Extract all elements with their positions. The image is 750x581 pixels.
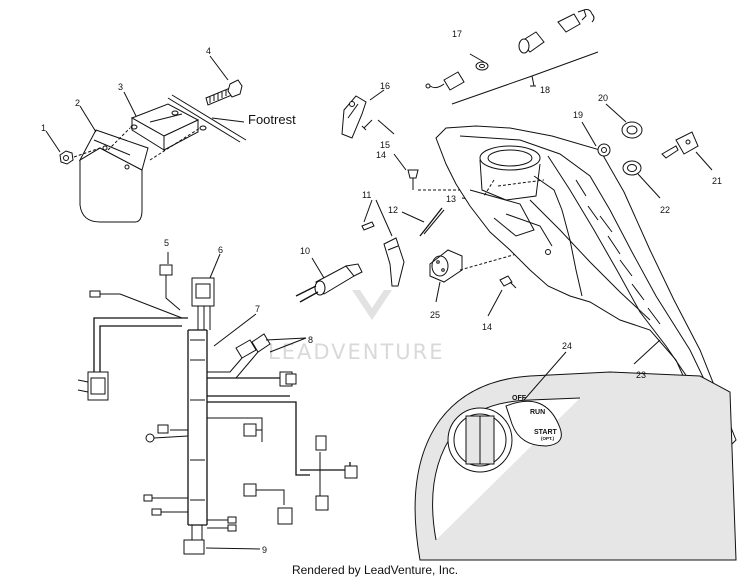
callout-14-lower: 14: [482, 322, 492, 332]
panel-nut-part: [621, 121, 643, 139]
watermark: LEADVENTURE: [268, 290, 445, 364]
callout-17: 17: [452, 29, 462, 39]
callout-15: 15: [380, 140, 390, 150]
footrest-assembly: [45, 55, 247, 223]
watermark-text: LEADVENTURE: [268, 340, 445, 364]
footrest-bracket-part: [130, 103, 200, 151]
grommet-part: [622, 160, 642, 176]
callout-7: 7: [255, 304, 260, 314]
callout-3: 3: [118, 82, 123, 92]
callout-6: 6: [218, 245, 223, 255]
pin-part: [419, 207, 443, 237]
callout-21: 21: [712, 176, 722, 186]
lever-part: [361, 221, 405, 287]
nut-part: [59, 150, 74, 165]
callout-19: 19: [573, 110, 583, 120]
switch-part: [295, 263, 363, 303]
lockwasher-part: [597, 143, 611, 157]
callout-25: 25: [430, 310, 440, 320]
callout-12: 12: [388, 205, 398, 215]
switch-components: [295, 89, 546, 317]
switch-off-label: OFF: [512, 395, 527, 402]
wire-harness-assembly: [77, 252, 358, 555]
screw-lower-part: [499, 275, 517, 289]
callout-23: 23: [636, 370, 646, 380]
footer-credit: Rendered by LeadVenture, Inc.: [291, 563, 459, 577]
callout-11: 11: [362, 190, 371, 200]
ignition-switch-detail: OFF RUN START (OPT.): [414, 351, 737, 561]
switch-start-label: START: [534, 429, 558, 436]
callout-14-upper: 14: [376, 150, 386, 160]
callout-10: 10: [300, 246, 310, 256]
switch-start-note: (OPT.): [541, 436, 555, 441]
callout-9: 9: [262, 545, 267, 555]
callout-2: 2: [75, 98, 80, 108]
knob-part: [429, 249, 463, 283]
callout-labels: 1 2 3 4 5 6 7 8 9 10 11 12 13 14 14 15 1…: [41, 29, 722, 555]
footrest-label: Footrest: [248, 112, 296, 127]
callout-24: 24: [562, 341, 572, 351]
footrest-pad-part: [78, 129, 149, 223]
callout-13: 13: [446, 194, 456, 204]
callout-18: 18: [540, 85, 550, 95]
bolt-part: [205, 79, 243, 106]
callout-1: 1: [41, 123, 46, 133]
key-part: [661, 131, 699, 159]
side-panel-part: [435, 103, 737, 447]
key-switch-components: [425, 9, 599, 105]
callout-8: 8: [308, 335, 313, 345]
screw-upper-part: [407, 169, 419, 190]
callout-16: 16: [380, 81, 390, 91]
callout-4: 4: [206, 46, 211, 56]
callout-5: 5: [164, 238, 169, 248]
callout-22: 22: [660, 205, 670, 215]
switch-run-label: RUN: [530, 409, 545, 416]
clip-bracket-part: [341, 95, 367, 139]
callout-20: 20: [598, 93, 608, 103]
screw-part: [363, 119, 373, 129]
